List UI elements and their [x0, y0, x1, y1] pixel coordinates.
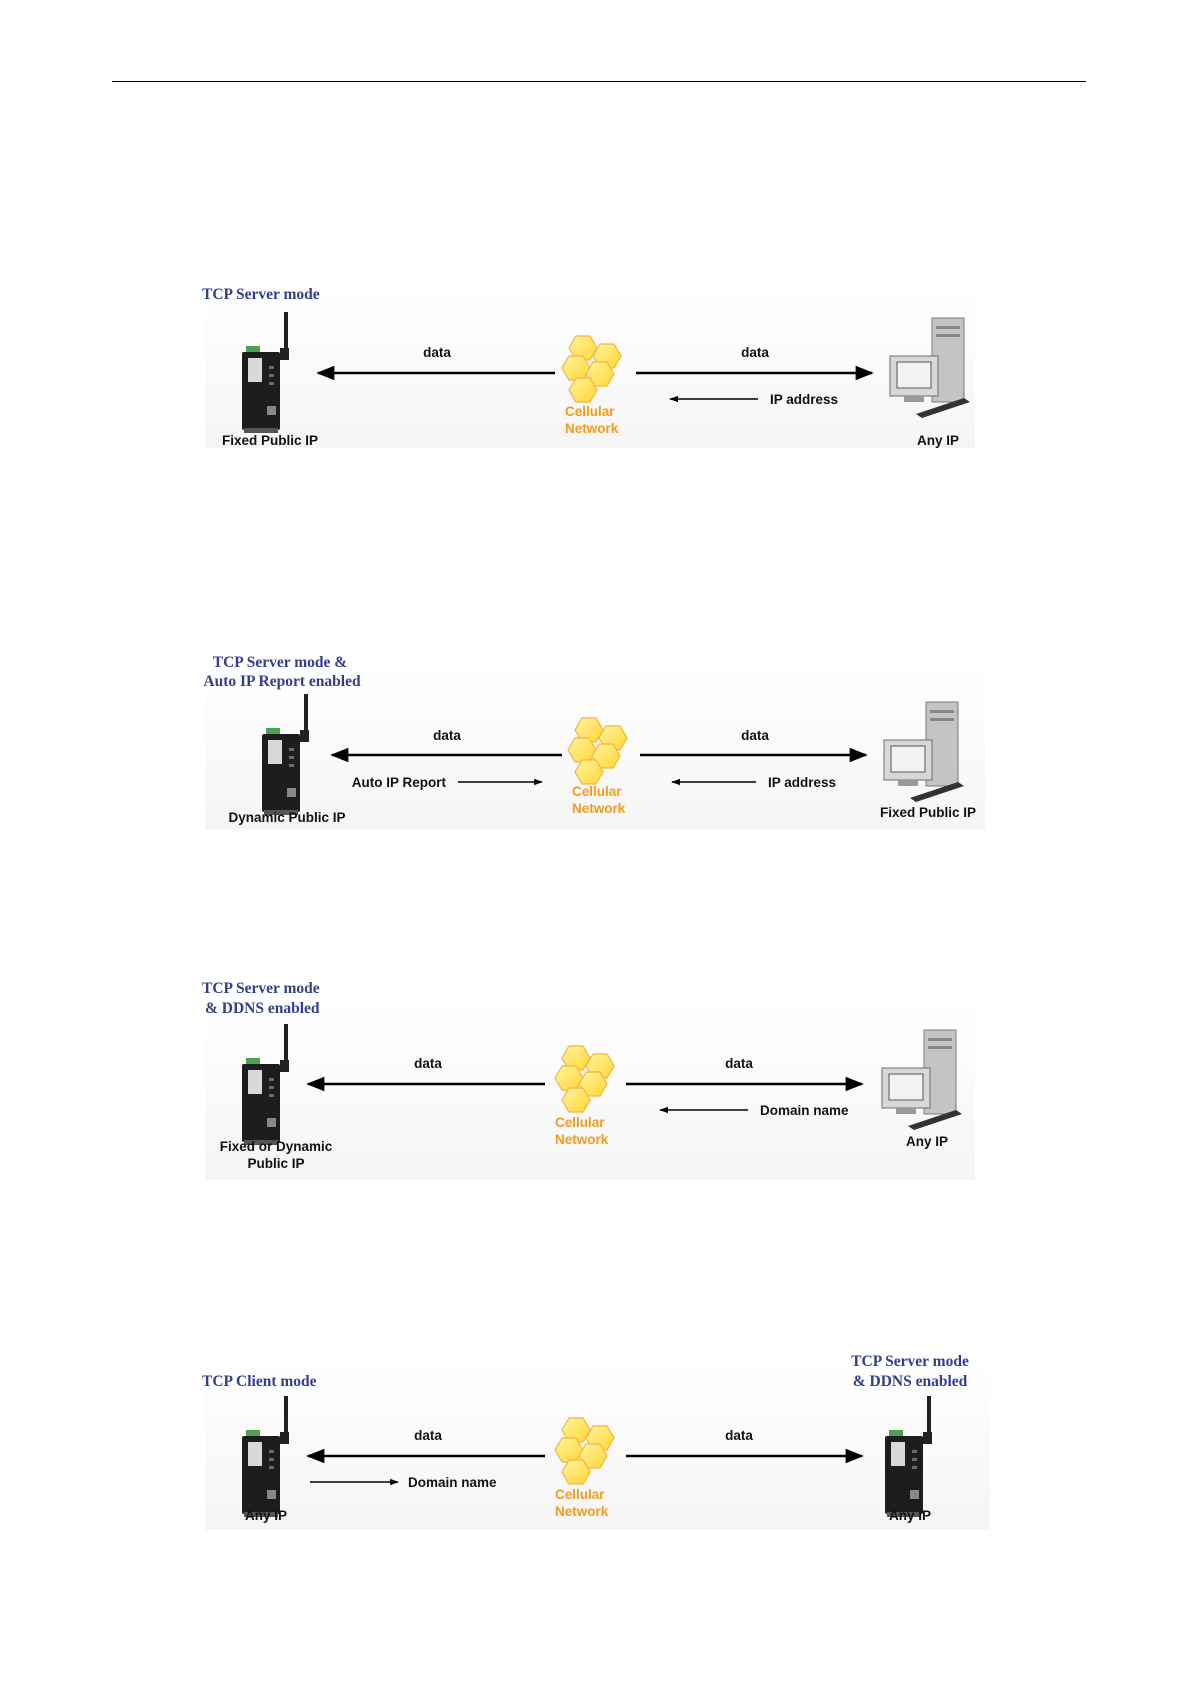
right-device-label: Any IP — [917, 433, 959, 448]
network-label-line1: Cellular — [555, 1487, 605, 1502]
diagram-tcp-server-auto-ip-report: TCP Server mode & Auto IP Report enabled… — [203, 654, 985, 830]
left-data-label: data — [414, 1428, 442, 1443]
diagram-title-line2: Auto IP Report enabled — [203, 673, 361, 690]
right-device-label: Any IP — [906, 1134, 948, 1149]
header-rule — [112, 81, 1086, 82]
network-label-line1: Cellular — [555, 1115, 605, 1130]
cellular-network-icon — [554, 1417, 615, 1485]
cellular-network-icon — [561, 335, 622, 403]
diagram-title-line1: TCP Server mode & — [213, 654, 348, 671]
right-data-label: data — [741, 345, 769, 360]
right-title-line1: TCP Server mode — [851, 1353, 969, 1370]
left-device-label-line1: Fixed or Dynamic — [220, 1139, 333, 1154]
network-label-line2: Network — [565, 421, 619, 436]
cellular-gateway-icon — [242, 312, 289, 433]
network-label-line2: Network — [555, 1132, 609, 1147]
cellular-gateway-icon — [885, 1396, 932, 1517]
right-data-label: data — [741, 728, 769, 743]
computer-icon — [881, 1029, 962, 1130]
right-device-label: Any IP — [889, 1508, 931, 1523]
cellular-gateway-icon — [242, 1024, 289, 1145]
cellular-gateway-icon — [242, 1396, 289, 1517]
right-sub-label: IP address — [770, 392, 838, 407]
left-data-label: data — [423, 345, 451, 360]
diagram-tcp-server-ddns: TCP Server mode & DDNS enabled Fixed or … — [202, 980, 975, 1180]
right-title-line2: & DDNS enabled — [853, 1373, 968, 1390]
network-label-line2: Network — [555, 1504, 609, 1519]
diagram-tcp-client: TCP Client mode TCP Server mode & DDNS e… — [202, 1353, 990, 1530]
cellular-network-icon — [554, 1045, 615, 1113]
left-sub-label: Domain name — [408, 1475, 497, 1490]
network-label-line1: Cellular — [565, 404, 615, 419]
network-label-line1: Cellular — [572, 784, 622, 799]
right-data-label: data — [725, 1428, 753, 1443]
diagram-tcp-server: TCP Server mode Fixed Public IP data Cel — [202, 286, 975, 448]
left-device-label: Any IP — [245, 1508, 287, 1523]
left-device-label-line2: Public IP — [247, 1156, 304, 1171]
left-sub-label: Auto IP Report — [352, 775, 447, 790]
left-data-label: data — [414, 1056, 442, 1071]
network-label-line2: Network — [572, 801, 626, 816]
right-data-label: data — [725, 1056, 753, 1071]
computer-icon — [883, 701, 964, 802]
left-device-label: Dynamic Public IP — [228, 810, 345, 825]
cellular-gateway-icon — [262, 694, 309, 815]
cellular-network-icon — [567, 717, 628, 785]
diagram-title-line2: & DDNS enabled — [205, 1000, 320, 1017]
diagram-title-line1: TCP Server mode — [202, 980, 320, 997]
left-device-label: Fixed Public IP — [222, 433, 318, 448]
diagram-title: TCP Server mode — [202, 286, 320, 303]
computer-icon — [889, 317, 970, 418]
right-sub-label: IP address — [768, 775, 836, 790]
left-data-label: data — [433, 728, 461, 743]
right-sub-label: Domain name — [760, 1103, 849, 1118]
right-device-label: Fixed Public IP — [880, 805, 976, 820]
diagram-title: TCP Client mode — [202, 1373, 317, 1390]
